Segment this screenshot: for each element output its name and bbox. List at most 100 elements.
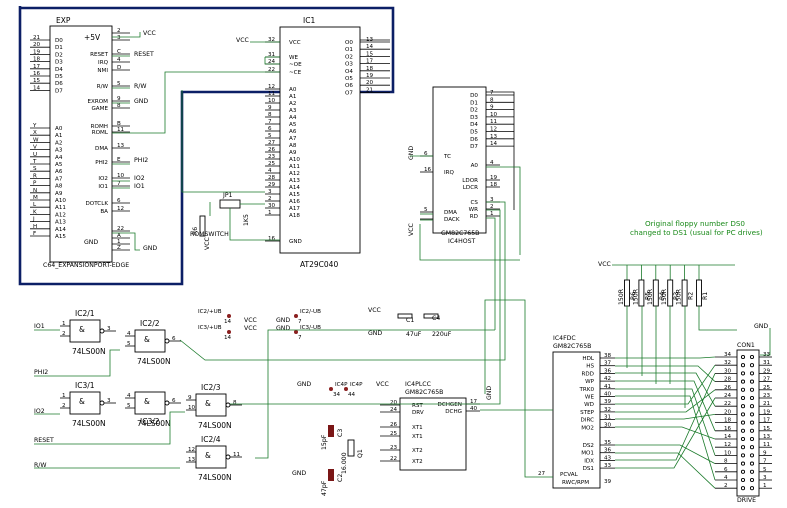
exp-pin-number: Y [32,123,37,129]
power-pad [329,387,333,391]
plcc-pin-name: DCHG [445,409,462,415]
exp-pin-name: A8 [55,184,63,190]
power-pin-net: VCC [376,381,389,388]
ic1-pin-name: VCC [289,40,301,46]
fdc-pin-number: 30 [604,422,612,428]
nand-gate-ref: IC2/2 [140,319,160,328]
con-pin-pad [749,428,755,433]
exp-pin-number: H [33,224,37,230]
ic1-body [279,26,361,254]
ic1-pin-number: 27 [268,140,276,146]
con-pin-number: 10 [724,450,732,456]
power-pin-ref: IC3/-UB [300,325,321,331]
ic4host-pin-name: D4 [470,122,478,128]
con-pin-number: 13 [763,434,771,440]
nand-input-pin: 5 [127,341,131,347]
ic1-pin-name: A7 [289,136,297,142]
exp-pin-name: A15 [55,234,66,240]
nand-symbol: & [205,399,211,408]
ic1-pin-name: A18 [289,213,300,219]
fdc-pin-number: 39 [604,399,612,405]
exp-pin-number: F [33,231,36,237]
nand-output-pin: 11 [233,452,241,458]
con-pin-pad [749,420,755,425]
exp-pin-name: GAME [91,106,108,112]
exp-pin-number: V [33,145,37,151]
ic4host-pin-number: 9 [490,105,494,111]
power-pin-net: GND [297,381,311,388]
ic4host-part: GM82C765B [441,230,479,237]
net-io1: IO1 [34,323,45,330]
fdc-pin-name: TRK0 [578,387,594,393]
ic4host-pin-number: 11 [490,119,498,125]
nand-input-pin: 12 [188,447,195,453]
ic1-pin-number: 21 [366,87,374,93]
net-phi2: PHI2 [34,369,48,376]
ic1-pin-name: A0 [289,87,297,93]
power-pin-ref: IC2/-UB [300,309,321,315]
nand-gate-body [69,391,101,415]
net-gnd-exp: GND [134,98,148,105]
resistor-body [638,279,645,307]
power-pin-number: 14 [224,335,232,341]
nand-gate-body [134,391,166,415]
fdc-to-con-wire [615,380,716,431]
fdc-pin-name: PCVAL [560,472,579,478]
con-pin-pad [740,420,746,425]
con-pin-pad [740,404,746,409]
con-pin-pad [740,354,746,360]
fdc-pin-number: 39 [604,479,612,485]
fdc-pin-number: 36 [604,448,612,454]
ic1-pin-number: 6 [268,126,272,132]
note-line-2: changed to DS1 (usual for PC drives) [630,228,763,237]
ic1-pin-number: 22 [268,67,275,73]
exp-pin-number: 12 [117,206,124,212]
c3-value: 15pF [321,434,328,450]
jp1-ref: JP1 [222,192,233,199]
ic1-pin-name: O2 [345,54,353,60]
exp-pin-number: Z [117,245,121,251]
net-io2: IO2 [34,408,45,415]
plcc-pin-number: 23 [390,445,398,451]
ic4host-pin-number: 2 [490,204,494,210]
nand-gate-part: 74LS00N [198,421,232,430]
power-pin-ref: IC2/+UB [198,309,222,315]
con-pin-number: 22 [724,401,731,407]
exp-power-label: +5V [84,33,101,42]
fdc-pin-name: MO1 [581,451,594,457]
exp-pin-name: PHI2 [95,160,108,166]
ic1-pin-name: GND [289,239,302,245]
ic4host-pin-name: D7 [470,144,478,150]
con-pin-number: 25 [763,385,771,391]
exp-pin-number: 1 [117,239,121,245]
exp-pin-name: NMI [97,68,108,74]
exp-pin-name: D5 [55,74,63,80]
ic4host-pin-number: 14 [490,141,498,147]
exp-pin-name: D2 [55,52,63,58]
exp-pin-name: A0 [55,126,63,132]
fdc-pin-number: 43 [604,455,612,461]
exp-pin-number: E [117,157,121,163]
con1-part: DRIVE [737,497,756,504]
exp-pin-name: A11 [55,205,66,211]
c4-ref: C4 [432,315,440,322]
ic4host-pin-name: D2 [470,108,478,114]
con-pin-pad [749,379,755,384]
con-pin-pad [740,445,746,450]
fdc-pin-name: HS [586,364,594,370]
exp-pin-number: 3 [117,35,121,41]
ic4host-gnd: GND [408,146,415,160]
ic1-pin-number: 18 [366,66,374,72]
ic1-pin-name: A5 [289,122,297,128]
exp-pin-name: A2 [55,140,62,146]
resistor-ref: R5 [644,292,651,300]
exp-pin-number: 5 [117,81,121,87]
exp-pin-name: ROML [92,130,109,136]
fdc-to-con-wire [615,364,716,405]
nand-gate-ref: IC2/4 [201,435,221,444]
c2-body [328,469,334,481]
ic4host-pin-number: 19 [490,175,498,181]
exp-pin-number: 16 [33,71,41,77]
